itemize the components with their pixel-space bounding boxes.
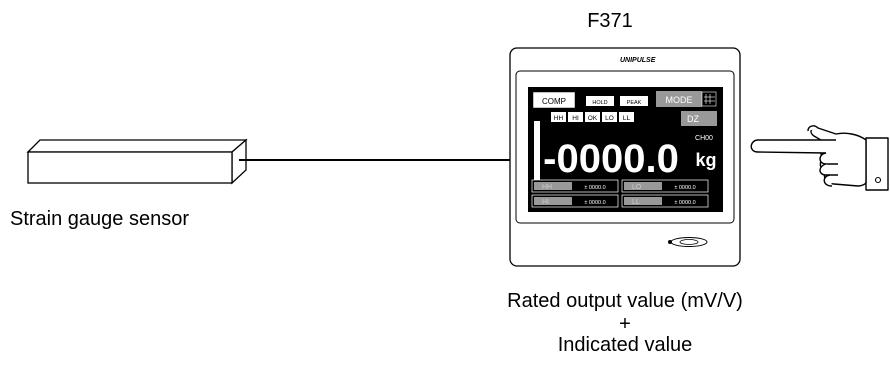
- mode-grid-icon: [701, 91, 717, 107]
- sensor-label: Strain gauge sensor: [10, 208, 190, 230]
- status-indicator-lo: [602, 112, 617, 122]
- hold-button-label: HOLD: [592, 100, 607, 106]
- setpoint-name: LL: [632, 199, 640, 206]
- status-indicator-label: HI: [572, 115, 579, 122]
- peak-button[interactable]: [620, 96, 648, 106]
- setpoint-name-box: [534, 197, 572, 205]
- setpoint-value: ± 0000.0: [584, 185, 605, 191]
- status-indicator-hi: [568, 112, 583, 122]
- peak-button-label: PEAK: [627, 100, 642, 106]
- comp-tab-label: COMP: [542, 97, 566, 106]
- setpoint-value: ± 0000.0: [674, 200, 695, 206]
- setpoint-name: LO: [632, 184, 642, 191]
- channel-label: CH00: [695, 135, 713, 142]
- weight-reading: -0000.0: [543, 137, 679, 181]
- unit-label: kg: [695, 150, 716, 170]
- status-indicator-label: OK: [588, 115, 598, 122]
- comp-tab[interactable]: [532, 91, 576, 109]
- setpoint-name-box: [534, 182, 572, 190]
- caption-plus: +: [619, 313, 631, 335]
- pointing-hand-icon: [750, 125, 889, 191]
- status-indicator-label: HH: [554, 115, 564, 122]
- setpoint-value: ± 0000.0: [674, 185, 695, 191]
- dz-button-label: DZ: [687, 114, 699, 124]
- brand-label: UNIPULSE: [620, 57, 656, 64]
- status-indicator-label: LO: [605, 115, 614, 122]
- hold-button[interactable]: [586, 96, 614, 106]
- setpoint-name: HI: [542, 199, 549, 206]
- device-logo-icon: [668, 237, 708, 247]
- strain-gauge-sensor-icon: [26, 138, 248, 185]
- caption-rated-output: Rated output value (mV/V): [507, 290, 743, 312]
- level-bar: [534, 121, 540, 180]
- status-indicator-label: LL: [623, 115, 631, 122]
- status-indicators: HH HI OK LO LL: [551, 112, 634, 122]
- setpoint-name-box: [624, 182, 662, 190]
- status-indicator-ok: [585, 112, 600, 122]
- mode-button[interactable]: [656, 91, 702, 107]
- device-model-title: F371: [587, 10, 633, 32]
- mode-button-label: MODE: [666, 95, 693, 105]
- setpoint-name-box: [624, 197, 662, 205]
- dz-button[interactable]: [681, 111, 717, 126]
- status-indicator-hh: [551, 112, 566, 122]
- setpoint-value: ± 0000.0: [584, 200, 605, 206]
- setpoint-name: HH: [542, 184, 552, 191]
- status-indicator-ll: [619, 112, 634, 122]
- caption-indicated-value: Indicated value: [557, 334, 693, 356]
